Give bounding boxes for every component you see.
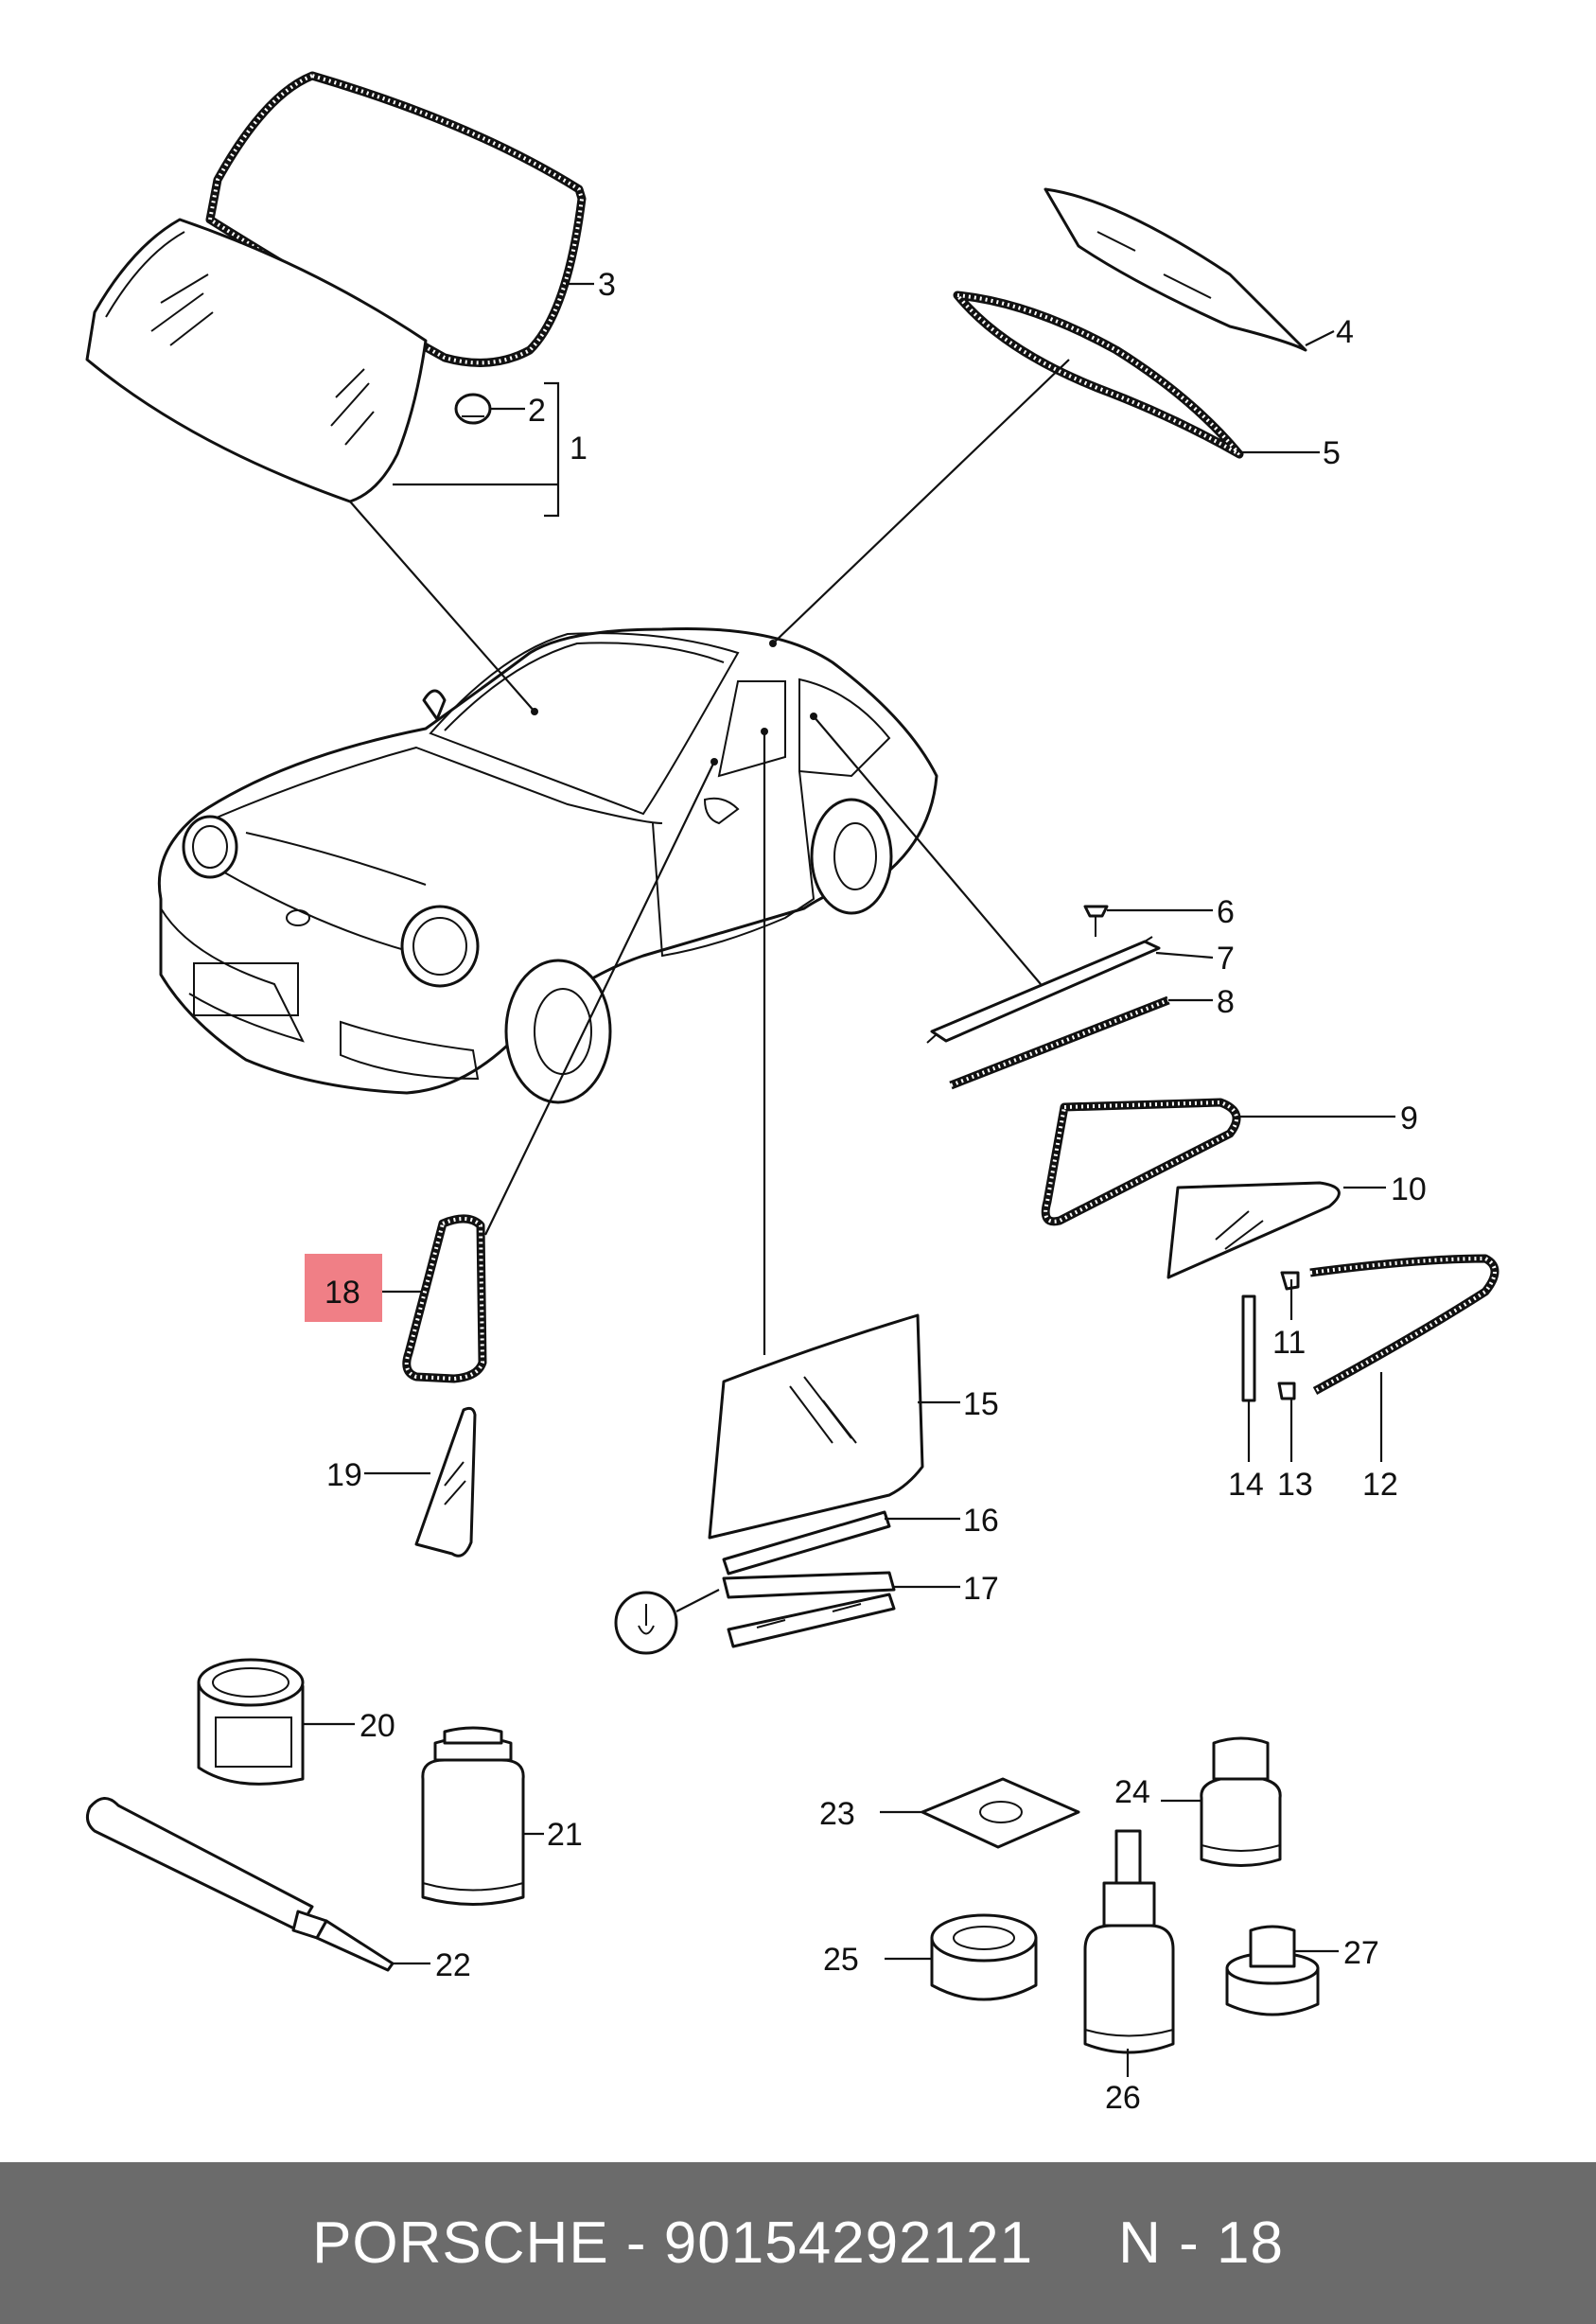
separator: - <box>625 2210 647 2276</box>
callout-14: 14 <box>1228 1467 1264 1503</box>
rear-window-glass <box>1044 187 1307 352</box>
callout-20: 20 <box>360 1708 395 1744</box>
leader-lines <box>349 359 1070 1355</box>
tin-can-20 <box>197 1658 305 1786</box>
strip-part-14 <box>1241 1294 1256 1402</box>
callout-19: 19 <box>326 1457 362 1493</box>
callout-11: 11 <box>1272 1325 1306 1361</box>
car-illustration <box>157 626 938 1104</box>
parts-diagram: 1 2 3 4 5 6 7 8 9 10 11 12 13 14 15 16 1… <box>85 71 1500 2116</box>
callout-15: 15 <box>963 1386 999 1422</box>
roll-25 <box>930 1913 1038 2001</box>
callout-13: 13 <box>1277 1467 1313 1503</box>
footer-bar: PORSCHE - 90154292121 N - 18 <box>0 2162 1596 2324</box>
callout-labels: 1 2 3 4 5 6 7 8 9 10 11 12 13 14 15 16 1… <box>324 267 1427 2116</box>
callout-4: 4 <box>1336 314 1354 350</box>
callout-27: 27 <box>1343 1935 1379 1971</box>
bottle-24 <box>1200 1736 1282 1867</box>
bottle-27 <box>1225 1925 1320 2016</box>
highlight-box <box>305 1254 382 1322</box>
callout-26: 26 <box>1105 2080 1141 2116</box>
callout-24: 24 <box>1114 1774 1150 1810</box>
callout-17: 17 <box>963 1571 999 1607</box>
vent-window-glass-19 <box>414 1406 477 1558</box>
vent-window-seal-18 <box>402 1214 487 1383</box>
callout-23: 23 <box>819 1796 855 1832</box>
reference-label: N - 18 <box>1118 2210 1284 2276</box>
callout-25: 25 <box>823 1942 859 1978</box>
callout-8: 8 <box>1217 984 1235 1020</box>
callout-1: 1 <box>570 431 588 467</box>
callout-3: 3 <box>598 267 616 303</box>
channel-part-7 <box>926 936 1161 1044</box>
callout-22: 22 <box>435 1947 471 1983</box>
windshield-clip <box>454 393 492 425</box>
tube-22 <box>85 1797 395 1972</box>
pad-23 <box>921 1777 1080 1849</box>
quarter-seal-part-12 <box>1309 1254 1500 1395</box>
callout-leaders <box>303 282 1395 2077</box>
callout-21: 21 <box>547 1817 583 1853</box>
bottle-26 <box>1083 1829 1175 2054</box>
callout-18: 18 <box>324 1275 360 1311</box>
brand-label: PORSCHE <box>312 2210 609 2276</box>
quarter-window-glass-10 <box>1166 1181 1341 1279</box>
channel-16 <box>722 1510 891 1576</box>
bottle-21 <box>421 1726 525 1906</box>
windshield-glass <box>85 218 428 503</box>
callout-5: 5 <box>1323 435 1341 471</box>
screw-part-6 <box>1083 905 1109 937</box>
callout-9: 9 <box>1400 1100 1418 1136</box>
callout-6: 6 <box>1217 894 1235 930</box>
callout-10: 10 <box>1391 1171 1427 1207</box>
callout-16: 16 <box>963 1503 999 1539</box>
rear-window-seal <box>953 290 1244 459</box>
windshield-seal <box>205 71 587 367</box>
callout-7: 7 <box>1217 941 1235 977</box>
door-glass-15 <box>708 1313 924 1540</box>
channel-17 <box>722 1571 896 1648</box>
callout-12: 12 <box>1362 1467 1398 1503</box>
clip-part-13 <box>1277 1382 1296 1400</box>
quarter-window-seal-9 <box>1041 1098 1241 1226</box>
callout-2: 2 <box>528 393 546 429</box>
part-number: 90154292121 <box>663 2210 1034 2276</box>
clip-part-11 <box>1280 1271 1300 1291</box>
lubricate-symbol <box>614 1589 720 1655</box>
seal-strip-part-8 <box>949 995 1170 1090</box>
